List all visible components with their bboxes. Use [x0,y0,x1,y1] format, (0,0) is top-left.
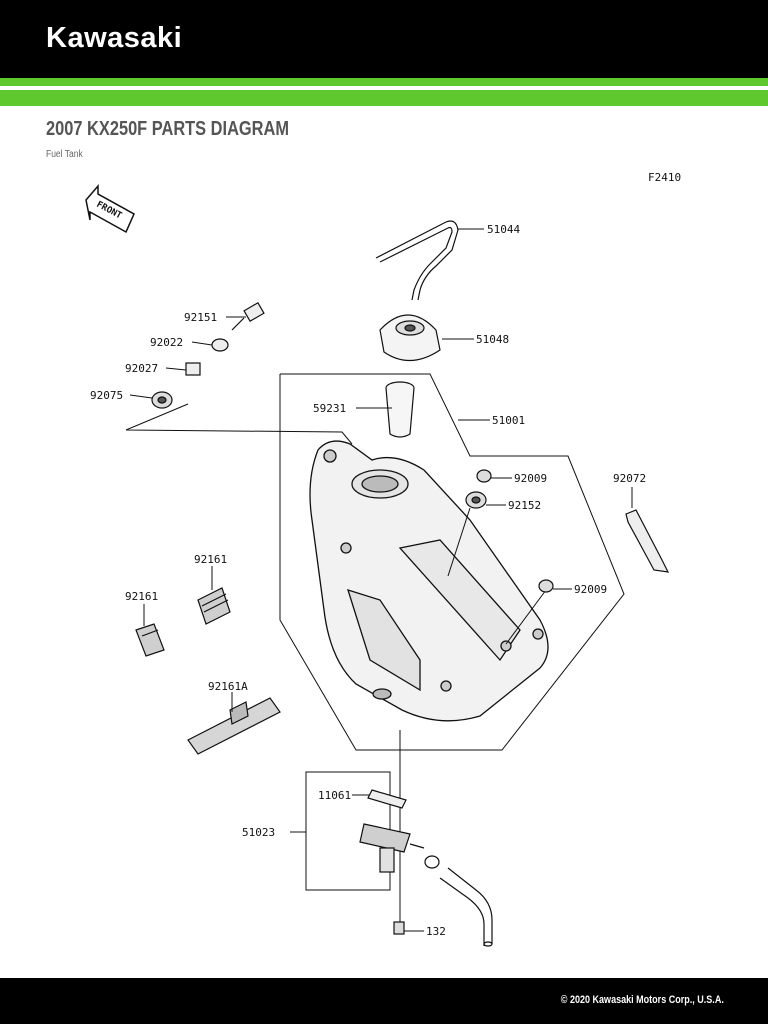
parts-diagram: F2410 FRONT 51044 51048 92151 92022 9202… [85,171,681,947]
damper-pad-icon [197,587,231,625]
figure-code: F2410 [648,171,681,184]
part-label-92151: 92151 [184,311,217,324]
part-label-92022: 92022 [150,336,183,349]
page-subtitle: Fuel Tank [46,149,83,160]
strap-icon [625,509,670,573]
green-stripe-wide [0,90,768,106]
stripe-gap [0,86,768,90]
front-arrow-icon: FRONT [85,183,135,234]
part-label-51044: 51044 [487,223,520,236]
part-label-92161-right: 92161 [194,553,227,566]
part-label-92161A: 92161A [208,680,248,693]
part-label-51023: 51023 [242,826,275,839]
fuel-cap-icon [379,314,441,362]
page-title: 2007 KX250F PARTS DIAGRAM [46,118,290,140]
part-label-11061: 11061 [318,789,351,802]
collar-icon [185,362,201,376]
fuel-tank-icon [309,440,549,722]
green-stripe [0,78,768,86]
washer-icon [211,338,229,352]
damper-block-icon [135,623,165,657]
kawasaki-logo: Kawasaki [46,22,183,54]
damper-rail-icon [187,697,281,755]
part-label-92152: 92152 [508,499,541,512]
grommet-icon [151,391,173,409]
copyright-text: © 2020 Kawasaki Motors Corp., U.S.A. [560,994,724,1006]
header-bar: Kawasaki [0,0,768,78]
breather-hose-icon [375,220,459,301]
part-label-92009-lower: 92009 [574,583,607,596]
rubber-cap-icon [476,469,492,483]
part-label-51048: 51048 [476,333,509,346]
part-label-132: 132 [426,925,446,938]
footer-bar: © 2020 Kawasaki Motors Corp., U.S.A. [0,978,768,1024]
part-label-92027: 92027 [125,362,158,375]
fuel-hose-icon [439,867,493,947]
part-label-59231: 59231 [313,402,346,415]
drain-bolt-icon [393,921,405,935]
part-label-92075: 92075 [90,389,123,402]
fuel-cock-icon [359,823,425,873]
part-label-92072: 92072 [613,472,646,485]
part-label-92009-upper: 92009 [514,472,547,485]
rubber-cap-lower-icon [538,579,554,593]
part-label-92161-left: 92161 [125,590,158,603]
part-label-51001: 51001 [492,414,525,427]
collar-bushing-icon [465,491,487,509]
fuel-filter-icon [385,381,415,438]
hose-clamp-icon [424,855,440,869]
bolt-icon [231,301,265,331]
